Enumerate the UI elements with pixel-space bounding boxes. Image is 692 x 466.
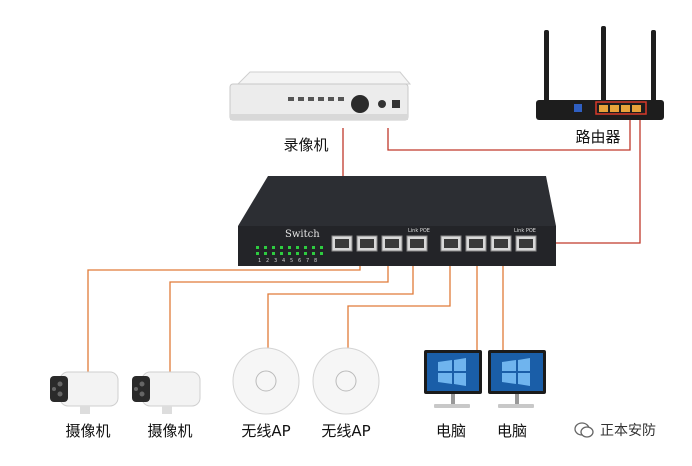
cable-camera-1 [87,253,361,375]
port-number-label: 8 [314,258,317,264]
ap-2-label: 无线AP [321,422,371,440]
status-led [304,246,307,249]
switch-port-socket [335,239,349,248]
port-number-label: 5 [290,258,293,264]
status-led [320,246,323,249]
status-led [272,252,275,255]
switch-port-socket [360,239,374,248]
pc-2-label: 电脑 [496,422,528,440]
status-led [264,252,267,255]
port-number-label: 1 [258,258,261,264]
status-led [296,252,299,255]
switch-port-socket [519,239,533,248]
cable-router-switch [540,117,641,244]
nvr-front-buttons [288,97,344,101]
switch-ports [331,235,537,252]
status-led [288,252,291,255]
camera-2-label: 摄像机 [147,422,193,440]
router-antenna-middle [601,26,606,104]
status-led [272,246,275,249]
switch-status-leds [256,246,323,255]
port-number-label: 4 [282,258,285,264]
router-lan-ports [595,101,647,115]
status-led [288,246,291,249]
status-led [304,252,307,255]
status-led [312,246,315,249]
switch-port-socket [494,239,508,248]
switch-port-socket [469,239,483,248]
switch-port-socket [385,239,399,248]
pc-1 [424,350,482,408]
port-number-label: 7 [306,258,309,264]
router-wan-port [574,104,582,112]
status-led [320,252,323,255]
status-led [296,246,299,249]
cable-ap-1 [267,253,414,355]
camera-1-label: 摄像机 [65,422,111,440]
nvr-label: 录像机 [283,136,329,154]
cable-camera-2 [169,253,389,375]
watermark: 正本安防 [574,420,656,440]
link-poe-left: Link POE [408,228,430,234]
router-antenna-left [544,30,549,104]
status-led [264,246,267,249]
pc-2 [488,350,546,408]
switch-brand-text: Switch [285,229,320,240]
nvr-device [229,71,412,121]
pc-1-label: 电脑 [435,422,467,440]
watermark-text: 正本安防 [600,423,656,439]
cable-nvr-router [387,117,631,151]
nvr-dial [351,95,369,113]
router-label: 路由器 [575,128,621,146]
switch-port-socket [410,239,424,248]
access-point-2 [312,347,380,415]
router-device [536,26,664,120]
cable-ap-2 [347,253,451,355]
ap-1-label: 无线AP [241,422,291,440]
port-number-label: 6 [298,258,301,264]
status-led [256,246,259,249]
switch-port-socket [444,239,458,248]
router-antenna-right [651,30,656,104]
link-poe-right: Link POE [514,228,536,234]
wechat-icon [574,422,594,438]
port-number-label: 2 [266,258,269,264]
access-point-1 [232,347,300,415]
camera-1 [50,371,119,414]
port-number-label: 3 [274,258,277,264]
status-led [256,252,259,255]
status-led [280,252,283,255]
status-led [280,246,283,249]
status-led [312,252,315,255]
camera-2 [132,371,201,414]
